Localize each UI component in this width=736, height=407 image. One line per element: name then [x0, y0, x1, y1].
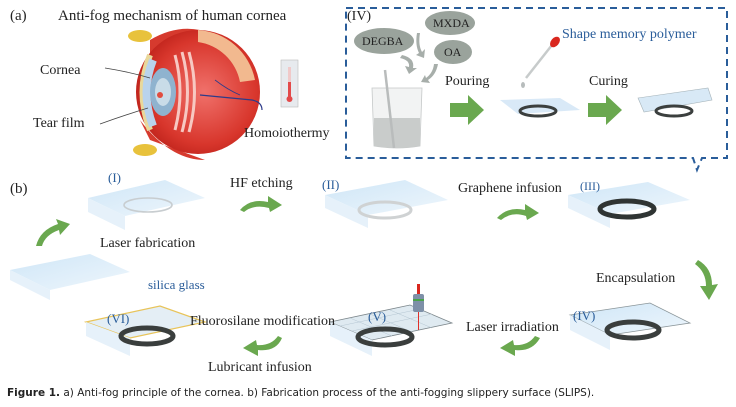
reagent-oa: OA — [444, 45, 462, 59]
process-laser-fabrication: Laser fabrication — [100, 236, 196, 251]
reagent-ellipses — [354, 11, 475, 64]
pouring-arrow — [450, 95, 484, 125]
eye-illustration — [99, 28, 263, 160]
curing-arrow — [588, 95, 622, 125]
stage-III-label: (III) — [580, 179, 600, 193]
stage-V-label: (V) — [368, 309, 387, 324]
label-tear-film: Tear film — [33, 116, 85, 131]
inset-title: Shape memory polymer — [562, 27, 697, 42]
panel-a-tag: (a) — [10, 8, 27, 24]
stage-VI-slab — [83, 305, 208, 356]
figure-caption: Figure 1. a) Anti-fog principle of the c… — [7, 387, 594, 399]
arrow-lubricant — [243, 336, 282, 356]
step-curing: Curing — [589, 74, 628, 89]
arrow-encapsulation — [695, 260, 718, 300]
label-cornea: Cornea — [40, 63, 81, 78]
inset-dashed-border — [345, 7, 728, 173]
panel-b-tag: (b) — [10, 181, 28, 197]
arrow-laser-irradiation — [500, 336, 540, 356]
stage-IV-label: (IV) — [573, 308, 596, 323]
stage-VI-label: (VI) — [107, 311, 130, 326]
label-homoiothermy: Homoiothermy — [244, 126, 330, 141]
process-encapsulation: Encapsulation — [596, 271, 676, 286]
process-hf-etching: HF etching — [230, 176, 293, 191]
caption-label: Figure 1. — [7, 387, 61, 399]
substrate-label: silica glass — [148, 277, 205, 292]
dropper-icon — [521, 36, 560, 88]
caption-text: a) Anti-fog principle of the cornea. b) … — [60, 387, 595, 399]
stage-IV-slab — [568, 302, 692, 350]
inset-tag: (IV) — [347, 9, 372, 24]
curved-arrows — [36, 196, 718, 356]
stage-II-label: (II) — [322, 177, 340, 192]
stage-V-slab — [328, 304, 454, 356]
step-pouring: Pouring — [445, 74, 490, 89]
reagent-degba: DEGBA — [362, 34, 404, 48]
arrow-hf-etching — [240, 196, 282, 212]
thermometer-icon — [280, 59, 299, 108]
mixing-arrows — [400, 33, 438, 83]
panel-a-title: Anti-fog mechanism of human cornea — [58, 8, 287, 24]
process-lubricant: Lubricant infusion — [208, 360, 312, 375]
stage-II-slab — [325, 180, 448, 228]
stage-I-label: (I) — [108, 170, 121, 185]
process-graphene-infusion: Graphene infusion — [458, 181, 562, 196]
process-laser-irradiation: Laser irradiation — [466, 320, 559, 335]
laser-head-icon — [413, 284, 424, 330]
stage-I-slab — [88, 180, 205, 230]
reagent-mxda: MXDA — [433, 16, 470, 30]
beaker-illustration — [371, 69, 423, 149]
arrow-graphene — [497, 204, 539, 220]
stage-III-slab — [568, 182, 690, 228]
arrow-to-stage-I — [36, 219, 70, 246]
silica-glass-slab — [10, 254, 130, 300]
cured-glass-ring — [637, 87, 713, 118]
process-fluorosilane: Fluorosilane modification — [190, 314, 336, 329]
pouring-glass-ring — [500, 98, 580, 118]
